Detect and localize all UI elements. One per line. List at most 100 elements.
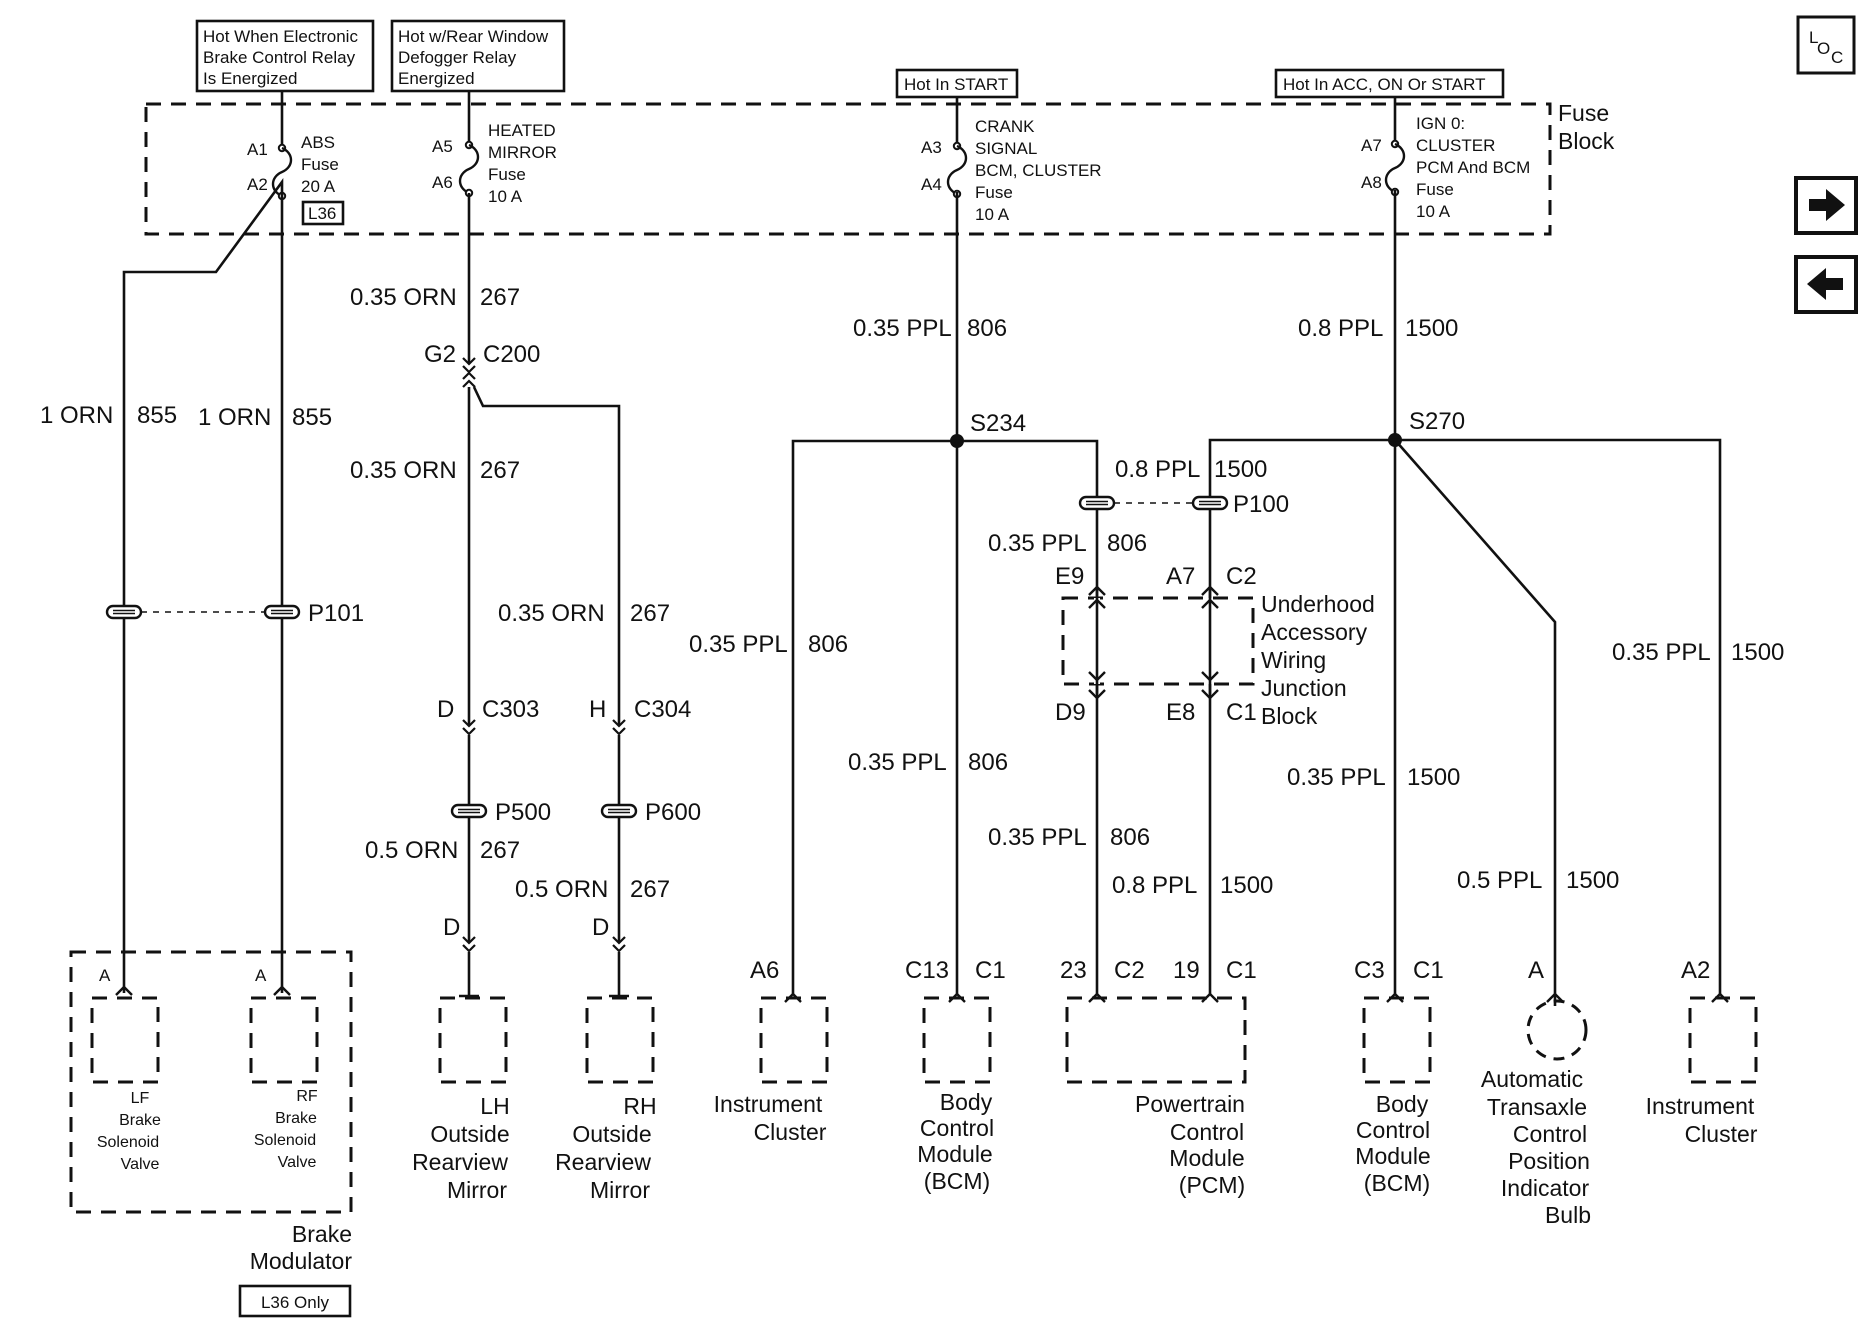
bcm-1500-circuit: 1500 <box>1407 764 1460 791</box>
note-brake-relay-line2: Brake Control Relay <box>203 48 356 67</box>
lf-pin-label: A <box>99 966 111 985</box>
p101-inline-connector-icon <box>105 604 143 620</box>
bulb-label-6: Bulb <box>1545 1202 1591 1228</box>
next-page-button[interactable] <box>1794 176 1858 235</box>
p101-inline-connector-icon-2 <box>263 604 301 620</box>
crank-fuse-label-1: CRANK <box>975 117 1035 136</box>
c304-pin-label: H <box>589 696 606 723</box>
rf-brake-wire-circuit: 855 <box>292 404 332 431</box>
rh-mirror-label-4: Mirror <box>590 1177 650 1203</box>
rf-valve-label: RF Brake Solenoid Valve <box>254 1088 318 1171</box>
mirror-fuse-label-1: HEATED <box>488 121 556 140</box>
lh-mirror-upper-circuit: 267 <box>480 457 520 484</box>
lh-mirror-label-1: LH <box>480 1093 509 1119</box>
mirror-fuse-label-4: 10 A <box>488 187 523 206</box>
ign-feed-gauge: 0.8 PPL <box>1298 315 1383 342</box>
bcm2-label-1: Body <box>1376 1091 1429 1117</box>
a7-label: A7 <box>1166 563 1195 590</box>
brake-modulator-outline <box>69 950 353 1214</box>
p100-1500-gauge: 0.8 PPL <box>1115 456 1200 483</box>
crank-fuse-label-4: Fuse <box>975 183 1013 202</box>
c200-label: C200 <box>483 341 540 368</box>
lf-valve-label: LF Brake Solenoid Valve <box>97 1090 161 1173</box>
pcm-label-3: Module <box>1169 1145 1244 1171</box>
bcm-box <box>922 996 992 1084</box>
fuse-block-title-2: Block <box>1558 128 1615 154</box>
rf-valve-label-2: Brake <box>275 1110 317 1127</box>
d9-label: D9 <box>1055 699 1086 726</box>
cluster-806-gauge: 0.35 PPL <box>689 631 788 658</box>
pcm-connector1-label: C2 <box>1114 957 1145 984</box>
lf-valve-label-4: Valve <box>121 1156 160 1173</box>
lh-mirror-upper-gauge: 0.35 ORN <box>350 457 457 484</box>
lf-brake-wire-circuit: 855 <box>137 402 177 429</box>
bcm-connector-label: C1 <box>975 957 1006 984</box>
c200-connector-icon-2 <box>461 371 477 389</box>
ign-fuse-label-5: 10 A <box>1416 202 1451 221</box>
note-hot-in-start-text: Hot In START <box>904 75 1008 94</box>
rh-mirror-upper-gauge: 0.35 ORN <box>498 600 605 627</box>
lh-mirror-label-2: Outside <box>430 1121 509 1147</box>
lf-valve-box <box>90 996 160 1084</box>
mirror-fuse-label-3: Fuse <box>488 165 526 184</box>
bcm-label-1: Body <box>940 1089 993 1115</box>
ign-fuse-label-4: Fuse <box>1416 180 1454 199</box>
rh-mirror-wire-upper <box>472 386 621 726</box>
crank-fuse-icon <box>946 141 968 199</box>
mirror-fuse-label-2: MIRROR <box>488 143 557 162</box>
locator-letter-l: L <box>1809 28 1818 47</box>
bulb-1500-circuit: 1500 <box>1566 867 1619 894</box>
rf-valve-label-4: Valve <box>278 1154 317 1171</box>
lh-mirror-box <box>438 996 508 1084</box>
bulb-1500-gauge: 0.5 PPL <box>1457 867 1542 894</box>
ign-fuse-pin-bottom: A8 <box>1361 173 1382 192</box>
p100-inline-connector-icon-2 <box>1191 495 1229 511</box>
fuse-block-outline <box>144 102 1552 236</box>
note-defogger-line1: Hot w/Rear Window <box>398 27 549 46</box>
junction-c1-label: C1 <box>1226 699 1257 726</box>
cluster-label-1: Instrument <box>714 1091 823 1117</box>
pcm-1500-circuit: 1500 <box>1220 872 1273 899</box>
bcm-pin-label: C13 <box>905 957 949 984</box>
lf-valve-label-1: LF <box>131 1090 150 1107</box>
rh-mirror-lower-gauge: 0.5 ORN <box>515 876 608 903</box>
bcm2-label-2: Control <box>1356 1117 1430 1143</box>
bcm-label-4: (BCM) <box>924 1168 990 1194</box>
cluster-1500-gauge: 0.35 PPL <box>1612 639 1711 666</box>
cluster-806-wire <box>791 439 957 995</box>
cluster-1500-wire <box>1395 438 1722 995</box>
junction-label-3: Wiring <box>1261 647 1326 673</box>
bcm2-pin-label: C3 <box>1354 957 1385 984</box>
rh-mirror-label-1: RH <box>623 1093 656 1119</box>
abs-fuse-option-box <box>301 200 345 226</box>
c304-label: C304 <box>634 696 691 723</box>
junction-label-2: Accessory <box>1261 619 1368 645</box>
junction-label-4: Junction <box>1261 675 1347 701</box>
bulb-label-1: Automatic <box>1481 1066 1583 1092</box>
previous-page-button[interactable] <box>1794 255 1858 314</box>
mirror-feed-circuit: 267 <box>480 284 520 311</box>
p100-label: P100 <box>1233 491 1289 518</box>
note-hot-in-acc-text: Hot In ACC, ON Or START <box>1283 75 1485 94</box>
cluster2-box <box>1688 996 1758 1084</box>
rf-valve-label-1: RF <box>296 1088 318 1105</box>
crank-feed-gauge: 0.35 PPL <box>853 315 952 342</box>
bulb-pin-label: A <box>1528 957 1544 984</box>
bulb-1500-wire <box>1394 439 1557 995</box>
abs-fuse-option-text: L36 <box>308 204 336 223</box>
ign-fuse-pin-top: A7 <box>1361 136 1382 155</box>
pcm-label-2: Control <box>1170 1119 1244 1145</box>
locator-button[interactable]: L O C <box>1796 15 1856 75</box>
cluster-pin-label: A6 <box>750 957 779 984</box>
junction-label-5: Block <box>1261 703 1318 729</box>
p500-inline-connector-icon <box>450 803 488 819</box>
e9-label: E9 <box>1055 563 1084 590</box>
lh-mirror-label-4: Mirror <box>447 1177 507 1203</box>
lh-mirror-lower-circuit: 267 <box>480 837 520 864</box>
crank-fuse-pin-bottom: A4 <box>921 175 942 194</box>
note-brake-relay-line1: Hot When Electronic <box>203 27 358 46</box>
crank-feed-circuit: 806 <box>967 315 1007 342</box>
brake-modulator-label-1: Brake <box>292 1221 352 1247</box>
arrow-right-icon <box>1809 189 1845 221</box>
